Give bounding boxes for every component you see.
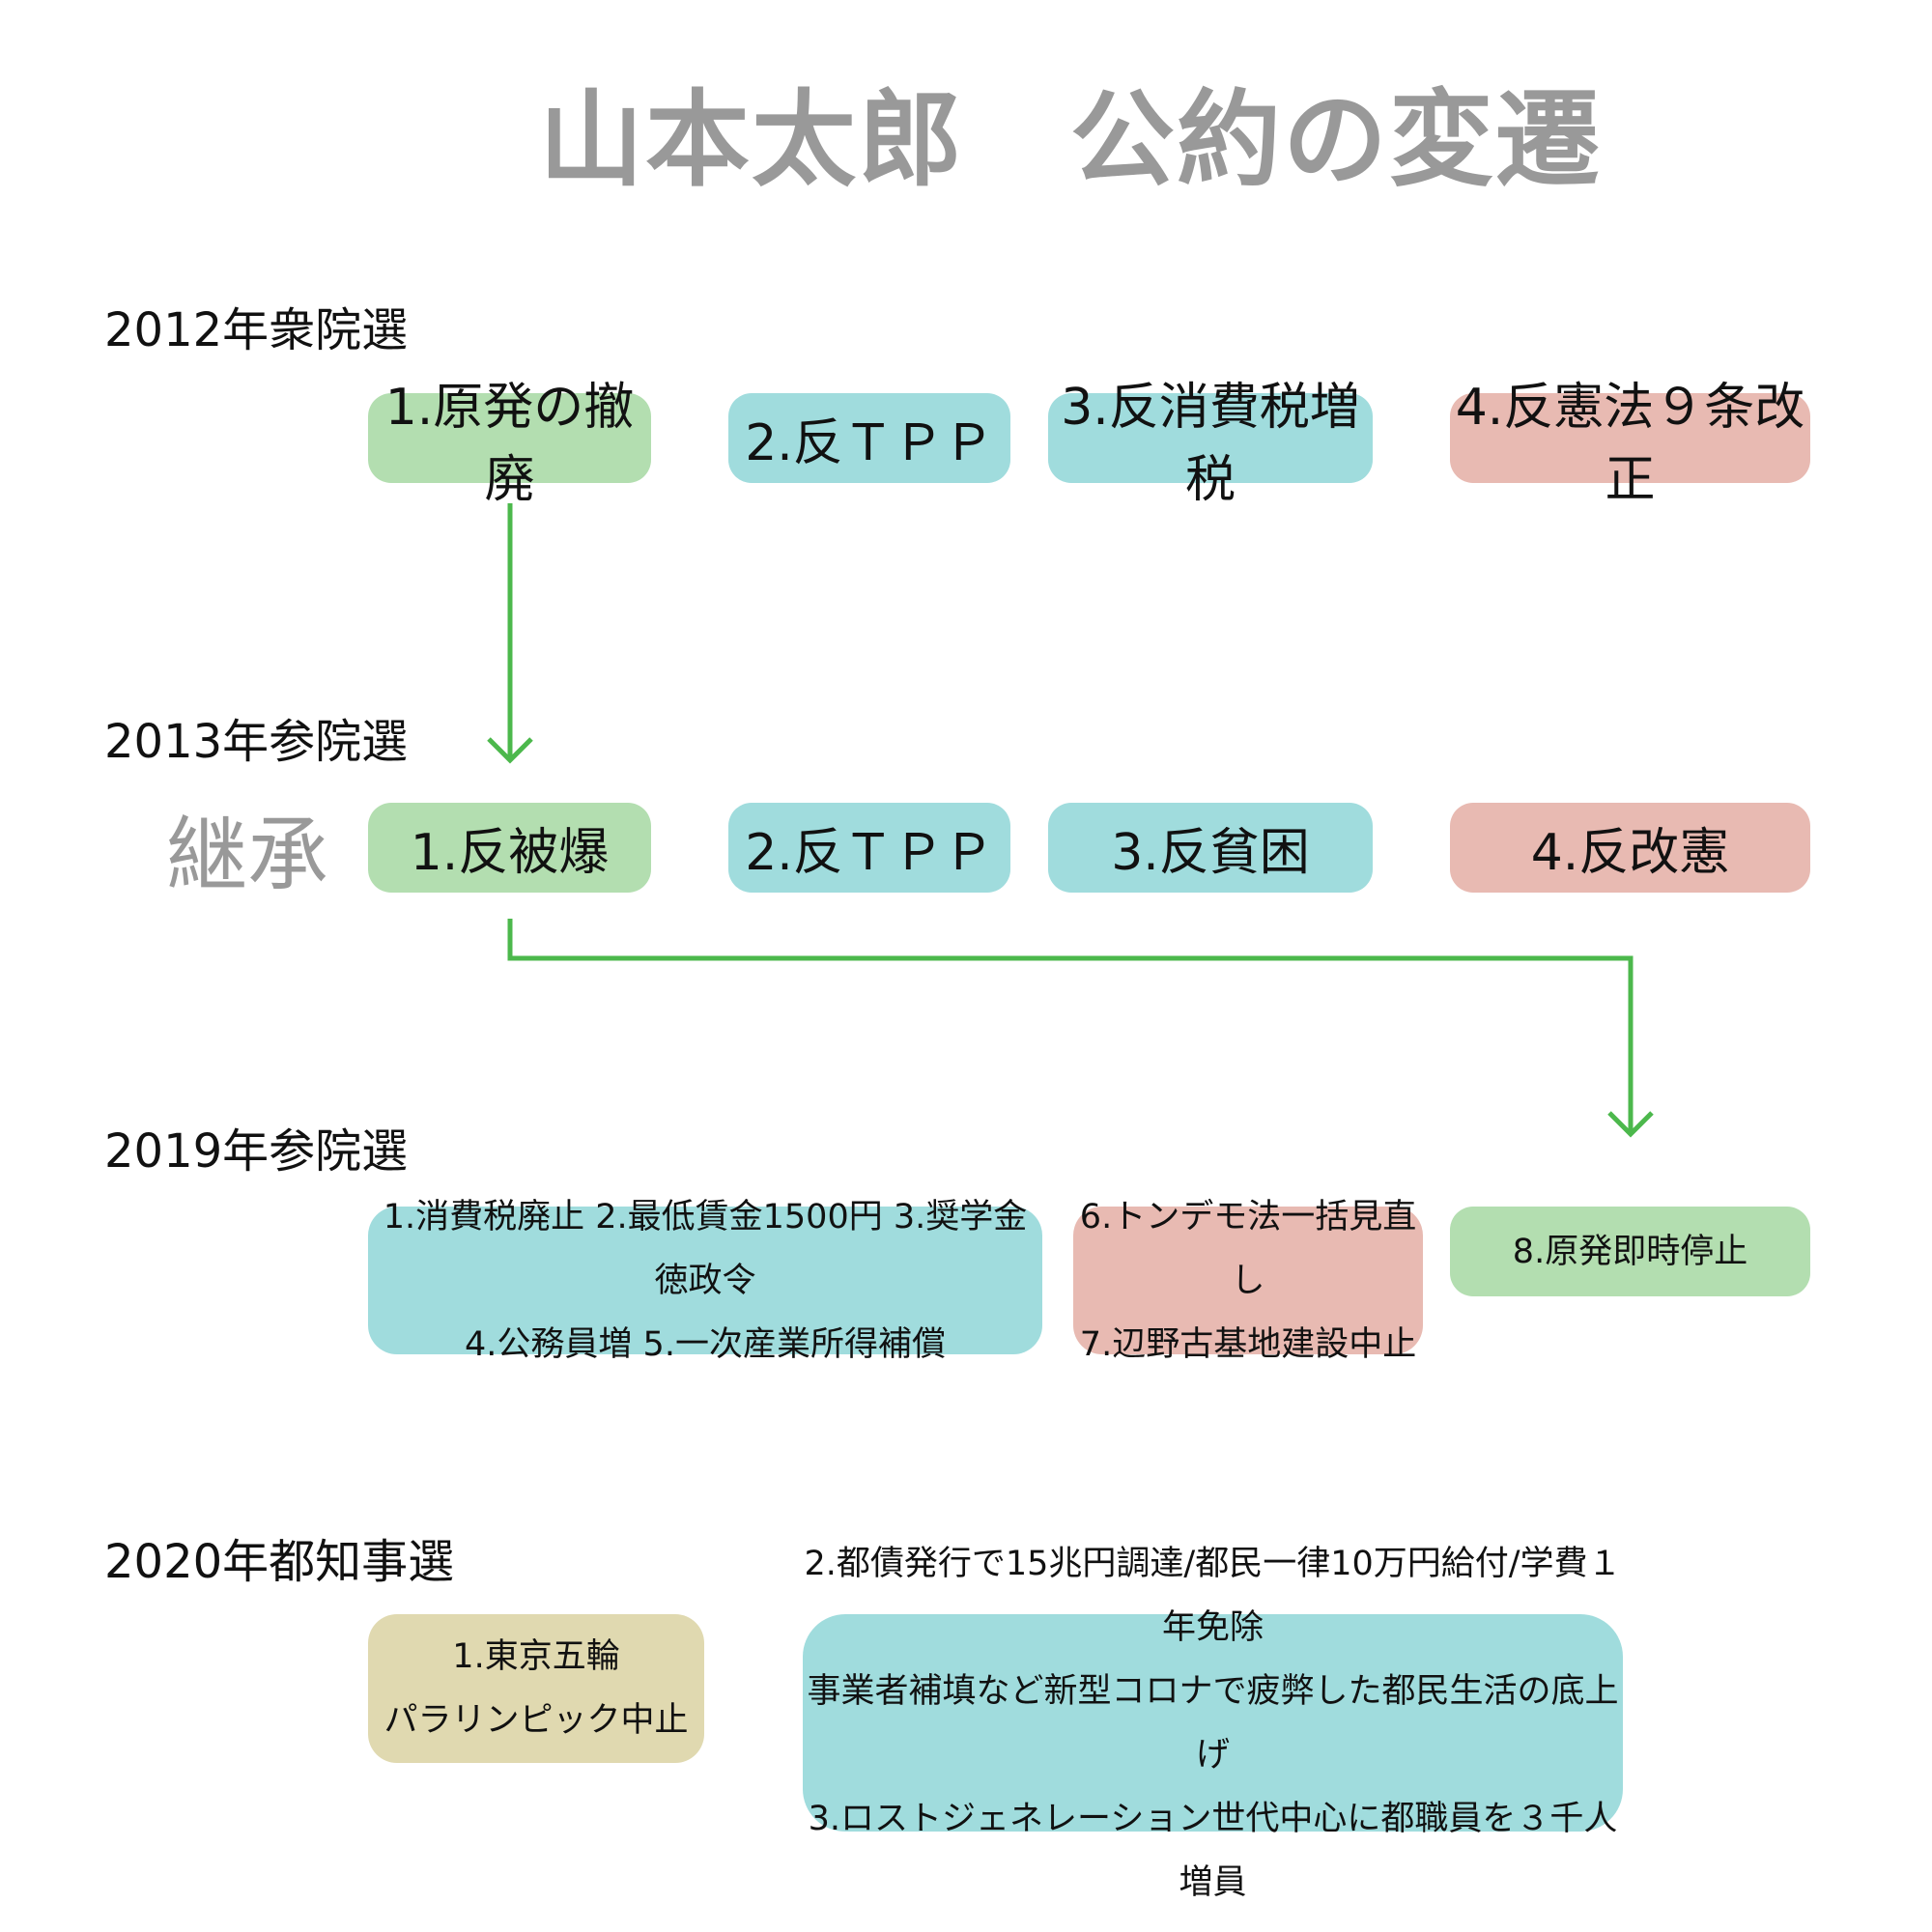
pledge-line: 1.東京五輪 <box>452 1637 620 1676</box>
pledge-line: 事業者補填など新型コロナで疲弊した都民生活の底上げ <box>807 1671 1619 1775</box>
pledge-line: 6.トンデモ法一括見直し <box>1079 1197 1417 1300</box>
pledge-2012-4: 4.反憲法９条改正 <box>1450 379 1810 509</box>
pledge-2013-3: 3.反貧困 <box>1048 803 1373 893</box>
pledge-2019-8: 8.原発即時停止 <box>1450 1207 1810 1296</box>
pledge-line: 7.辺野古基地建設中止 <box>1079 1324 1417 1364</box>
pledge-text: 1.反被爆 <box>410 824 610 882</box>
pledge-2012-2: 2.反ＴＰＰ <box>728 393 1010 483</box>
inherit-label: 継承 <box>166 808 329 902</box>
arrow-inherit-2013-2019 <box>507 919 1654 1138</box>
pledge-2020-2-3: 2.都債発行で15兆円調達/都民一律10万円給付/学費１年免除 事業者補填など新… <box>803 1545 1623 1902</box>
pledge-text: 3.反貧困 <box>1111 824 1310 882</box>
pledge-text: 3.反消費税増税 <box>1061 378 1360 509</box>
pledge-2013-1: 1.反被爆 <box>368 803 651 893</box>
pledge-2012-1: 1.原発の撤廃 <box>368 379 651 509</box>
pledge-line: 8.原発即時停止 <box>1512 1232 1748 1271</box>
pledge-text: 2.反ＴＰＰ <box>745 824 994 882</box>
year-label-2013: 2013年参院選 <box>104 715 409 769</box>
pledge-2013-4: 4.反改憲 <box>1450 803 1810 893</box>
pledge-2020-1: 1.東京五輪 パラリンピック中止 <box>368 1614 704 1763</box>
pledge-2019-1-5: 1.消費税廃止 2.最低賃金1500円 3.奨学金徳政令 4.公務員増 5.一次… <box>368 1198 1042 1364</box>
pledge-2013-2: 2.反ＴＰＰ <box>728 803 1010 893</box>
page-title: 山本太郎 公約の変遷 <box>538 80 1602 201</box>
pledge-text: 4.反改憲 <box>1530 824 1730 882</box>
pledge-line: パラリンピック中止 <box>384 1701 689 1740</box>
pledge-text: 2.反ＴＰＰ <box>745 414 994 472</box>
pledge-line: 4.公務員増 5.一次産業所得補償 <box>465 1324 946 1364</box>
pledge-2012-3: 3.反消費税増税 <box>1048 379 1373 509</box>
pledge-2019-6-7: 6.トンデモ法一括見直し 7.辺野古基地建設中止 <box>1073 1198 1423 1364</box>
pledge-text: 4.反憲法９条改正 <box>1455 378 1805 509</box>
pledge-text: 1.原発の撤廃 <box>384 378 635 509</box>
year-label-2020: 2020年都知事選 <box>104 1535 455 1589</box>
pledge-line: 2.都債発行で15兆円調達/都民一律10万円給付/学費１年免除 <box>804 1544 1622 1647</box>
year-label-2012: 2012年衆院選 <box>104 303 409 357</box>
year-label-2019: 2019年参院選 <box>104 1124 409 1179</box>
pledge-line: 1.消費税廃止 2.最低賃金1500円 3.奨学金徳政令 <box>383 1197 1028 1300</box>
pledge-line: 3.ロストジェネレーション世代中心に都職員を３千人増員 <box>808 1799 1618 1902</box>
arrow-inherit-2012-2013 <box>487 503 533 764</box>
